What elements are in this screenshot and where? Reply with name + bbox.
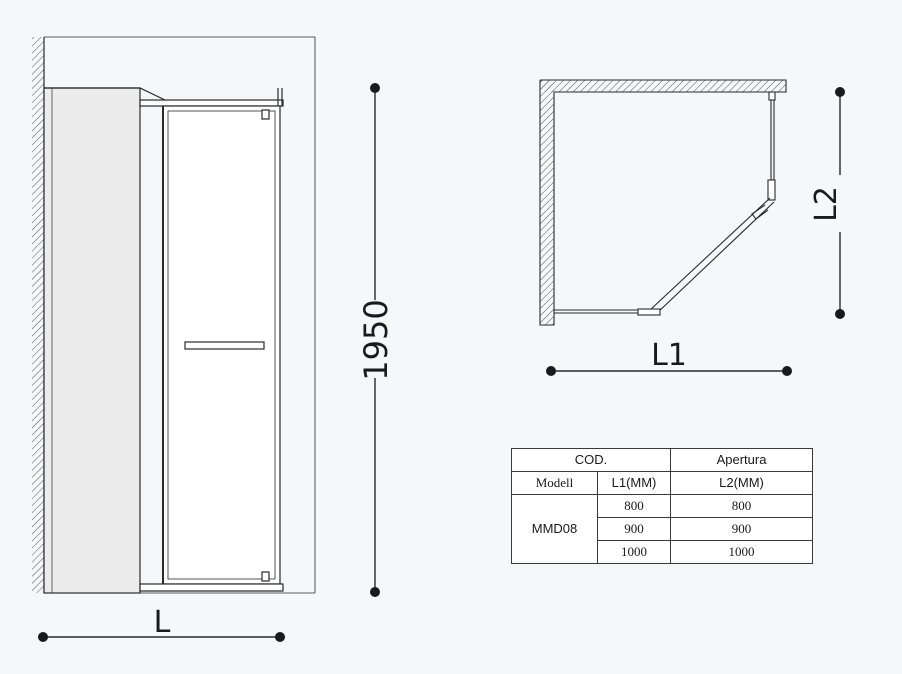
diagonal-door [649,197,771,311]
bottom-rail [139,583,284,592]
door-handle [184,341,265,350]
label-modello: Modell [511,471,598,495]
table-row: MMD08 800 800 [511,494,813,564]
plan-left-wall-hatch [540,80,554,325]
row-l2-value: 1000 [670,540,813,564]
dimension-endpoint [782,366,792,376]
top-rail [139,99,284,107]
plan-top-wall-hatch [540,80,786,92]
dimension-endpoint [38,632,48,642]
dimension-endpoint [275,632,285,642]
label-l1: L1(MM) [597,471,671,495]
plan-l1-label: L1 [651,338,687,373]
dimension-endpoint [370,587,380,597]
plan-l2-label: L2 [809,186,844,222]
table-row: 1000 1000 [512,540,813,564]
bottom-hinge [261,571,270,582]
specification-table: COD. Apertura Modell L1(MM) L2(MM) MMD08… [511,448,813,564]
height-dimension: 1950 [357,83,395,597]
dimension-endpoint [370,83,380,93]
row-l1-value: 900 [597,517,671,541]
row-l1-value: 1000 [597,540,671,564]
row-l2-value: 800 [670,494,813,518]
front-width-label: L [154,605,171,640]
table-row: 900 900 [512,517,813,541]
front-elevation [32,36,316,594]
header-cod: COD. [511,448,671,472]
plan-l2-dimension: L2 [809,87,845,319]
header-apertura: Apertura [670,448,813,472]
front-width-dimension: L [38,605,285,642]
dimension-endpoint [546,366,556,376]
label-l2: L2(MM) [670,471,813,495]
height-label: 1950 [357,299,395,380]
row-l2-value: 900 [670,517,813,541]
dimension-endpoint [835,309,845,319]
table-header-row: COD. Apertura [511,448,813,472]
plan-l1-dimension: L1 [546,338,792,376]
model-code: MMD08 [511,494,598,564]
plan-view [539,79,787,326]
fixed-panel [43,87,141,594]
table-label-row: Modell L1(MM) L2(MM) [511,471,813,495]
dimension-endpoint [835,87,845,97]
front-wall-hatch [32,37,44,593]
row-l1-value: 800 [597,494,671,518]
top-hinge [261,109,270,120]
